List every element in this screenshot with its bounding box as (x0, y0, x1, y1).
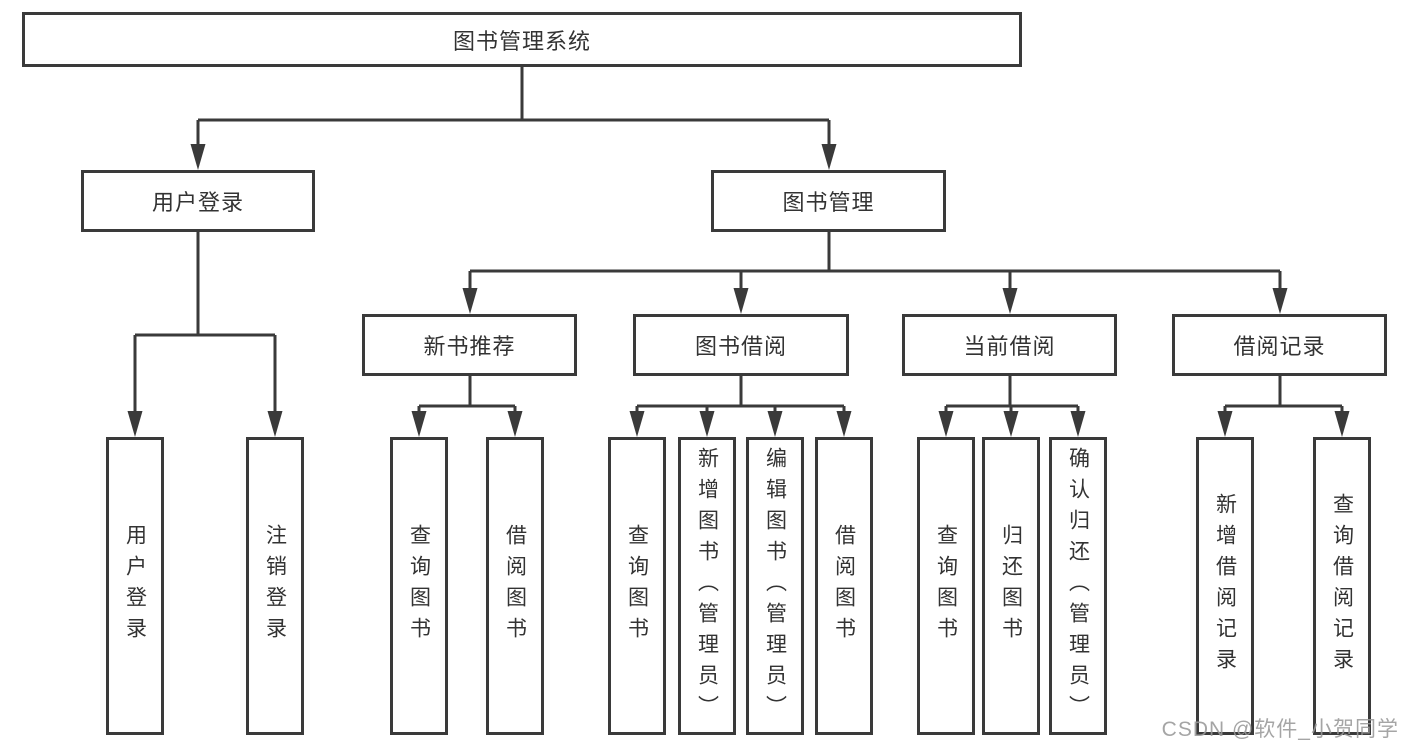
connector-borrow-record-children (1223, 376, 1344, 419)
arrowhead (1334, 411, 1350, 437)
leaf-confirm-return-admin: 确认归还（管理员） (1049, 437, 1107, 735)
arrowhead (411, 411, 427, 437)
leaf-user-login: 用户登录 (106, 437, 164, 735)
leaf-add-books-admin: 新增图书（管理员） (678, 437, 736, 735)
connector-book-mgmt-children (468, 232, 1282, 296)
arrowhead (1002, 288, 1018, 314)
leaf-query-borrow-record: 查询借阅记录 (1313, 437, 1371, 735)
connector-user-login-children (133, 232, 277, 419)
arrowhead (629, 411, 645, 437)
arrowhead (1003, 411, 1019, 437)
arrowhead (190, 144, 206, 170)
leaf-edit-books-admin: 编辑图书（管理员） (746, 437, 804, 735)
node-new-book-recommend: 新书推荐 (362, 314, 577, 376)
arrowhead (938, 411, 954, 437)
arrowhead (507, 411, 523, 437)
arrowhead (127, 411, 143, 437)
arrowhead (767, 411, 783, 437)
node-current-borrow: 当前借阅 (902, 314, 1117, 376)
arrowhead (836, 411, 852, 437)
arrowhead (733, 288, 749, 314)
leaf-borrow-books-2: 借阅图书 (815, 437, 873, 735)
node-book-borrow: 图书借阅 (633, 314, 849, 376)
node-user-login: 用户登录 (81, 170, 315, 232)
arrowhead (462, 288, 478, 314)
node-borrow-record: 借阅记录 (1172, 314, 1387, 376)
csdn-watermark: CSDN @软件_小贺同学 (1161, 718, 1399, 741)
leaf-query-books-2: 查询图书 (608, 437, 666, 735)
arrowhead (1217, 411, 1233, 437)
arrowhead (699, 411, 715, 437)
arrowhead (267, 411, 283, 437)
leaf-return-books: 归还图书 (982, 437, 1040, 735)
node-library-system: 图书管理系统 (22, 12, 1022, 67)
arrowhead (1070, 411, 1086, 437)
leaf-borrow-books-1: 借阅图书 (486, 437, 544, 735)
leaf-logout: 注销登录 (246, 437, 304, 735)
connector-book-borrow-children (635, 376, 846, 419)
arrowhead (821, 144, 837, 170)
connector-root-to-level1 (196, 67, 831, 152)
leaf-add-borrow-record: 新增借阅记录 (1196, 437, 1254, 735)
leaf-query-books-3: 查询图书 (917, 437, 975, 735)
node-book-management: 图书管理 (711, 170, 946, 232)
arrowhead (1272, 288, 1288, 314)
leaf-query-books-1: 查询图书 (390, 437, 448, 735)
connector-new-book-children (417, 376, 517, 419)
